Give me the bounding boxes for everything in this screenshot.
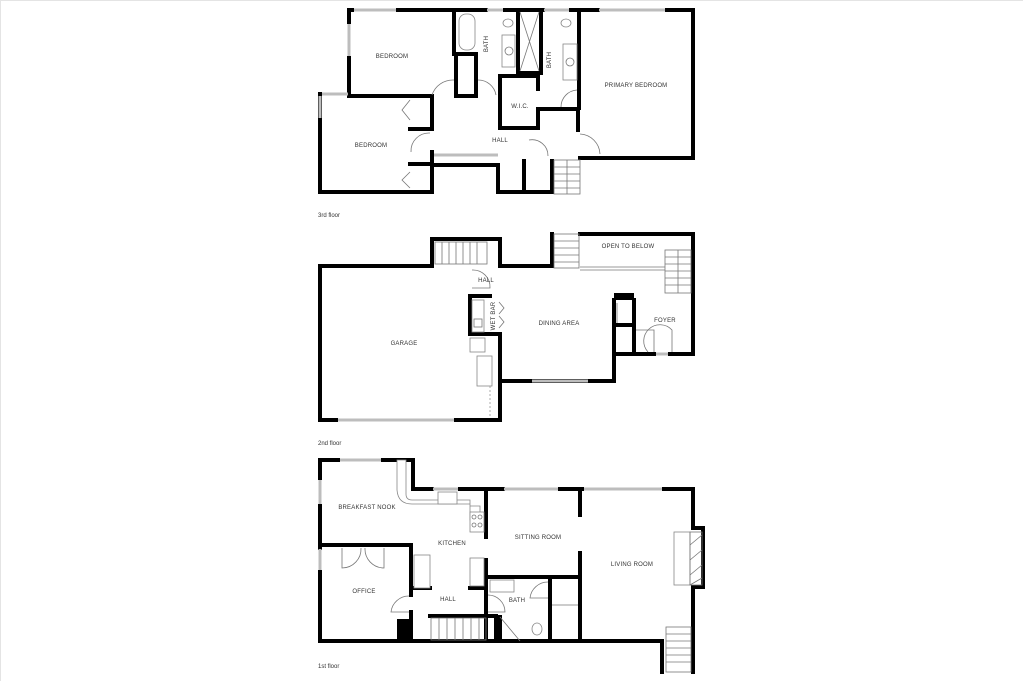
refrigerator-icon [469,557,485,587]
closet-door-icon [498,315,505,329]
room-label-foyer: FOYER [654,318,676,324]
room-label-garage: GARAGE [391,341,418,347]
vanity-icon [562,43,578,81]
wet-bar-counter-icon [471,299,485,333]
room-label-bath: BATH [547,52,553,68]
door-swing-icon [643,324,673,353]
door-swing-icon [341,547,362,569]
bathtub-icon [458,13,476,51]
room-label-hall: HALL [440,597,456,603]
stairs-icon [665,626,692,673]
door-swing-icon [431,79,455,96]
door-swing-icon [560,89,578,108]
floor-label: 2nd floor [318,441,341,447]
room-label-sitting-room: SITTING ROOM [515,535,561,541]
kitchen-sink-icon [437,491,458,505]
second-floor-plan: OPEN TO BELOW HALL WET BAR GARAGE DINING… [318,232,695,447]
room-label-hall: HALL [478,278,494,284]
door-swing-icon [579,133,601,155]
door-swing-icon [487,594,506,613]
floor-label: 1st floor [318,664,339,670]
stairs-icon [430,617,487,641]
room-label-hall: HALL [492,138,508,144]
door-icon [636,329,655,352]
sink-icon [565,57,575,67]
stairs-icon [664,249,692,294]
column-icon [397,619,412,641]
room-label-bath: BATH [484,36,490,52]
room-label-open-to-below: OPEN TO BELOW [602,244,655,250]
room-label-primary-bedroom: PRIMARY BEDROOM [605,83,668,89]
closet-door-icon [401,99,411,121]
door-swing-icon [471,269,491,289]
column-icon [614,293,634,300]
toilet-icon [560,18,572,28]
sink-icon [473,318,483,328]
vanity-icon [501,34,516,68]
room-label-kitchen: KITCHEN [438,541,466,547]
door-swing-icon [410,132,431,153]
room-label-bedroom: BEDROOM [376,54,408,60]
door-swing-icon [477,79,497,96]
door-swing-icon [529,581,549,599]
toilet-icon [502,18,514,28]
room-label-breakfast-nook: BREAKFAST NOOK [338,505,395,511]
pantry-icon [413,554,431,589]
stove-icon [469,511,485,533]
shelf-icon [476,355,493,387]
floor-label: 3rd floor [318,213,340,219]
shower-icon [519,11,540,72]
vanity-icon [489,579,515,593]
room-label-wic: W.I.C. [511,104,529,110]
shelf-icon [469,337,486,353]
first-floor-plan: BREAKFAST NOOK KITCHEN SITTING ROOM LIVI… [318,458,705,674]
room-label-living-room: LIVING ROOM [611,562,653,568]
toilet-icon [531,622,543,636]
room-label-bedroom: BEDROOM [355,143,387,149]
door-swing-icon [364,547,385,569]
stairs-icon [553,159,581,195]
hearth-icon [673,531,691,586]
third-floor-plan: BEDROOM BATH BATH PRIMARY BEDROOM W.I.C.… [318,8,695,219]
stairs-icon [434,241,488,265]
room-label-wet-bar: WET BAR [491,301,497,330]
fireplace-icon [689,531,703,586]
room-label-dining-area: DINING AREA [539,321,580,327]
closet-door-icon [498,301,505,315]
door-swing-icon [528,139,549,157]
room-label-office: OFFICE [352,589,375,595]
door-swing-icon [390,595,410,613]
sink-icon [504,46,514,56]
room-label-bath: BATH [509,598,525,604]
closet-door-icon [401,171,411,189]
stairs-icon [553,233,580,269]
